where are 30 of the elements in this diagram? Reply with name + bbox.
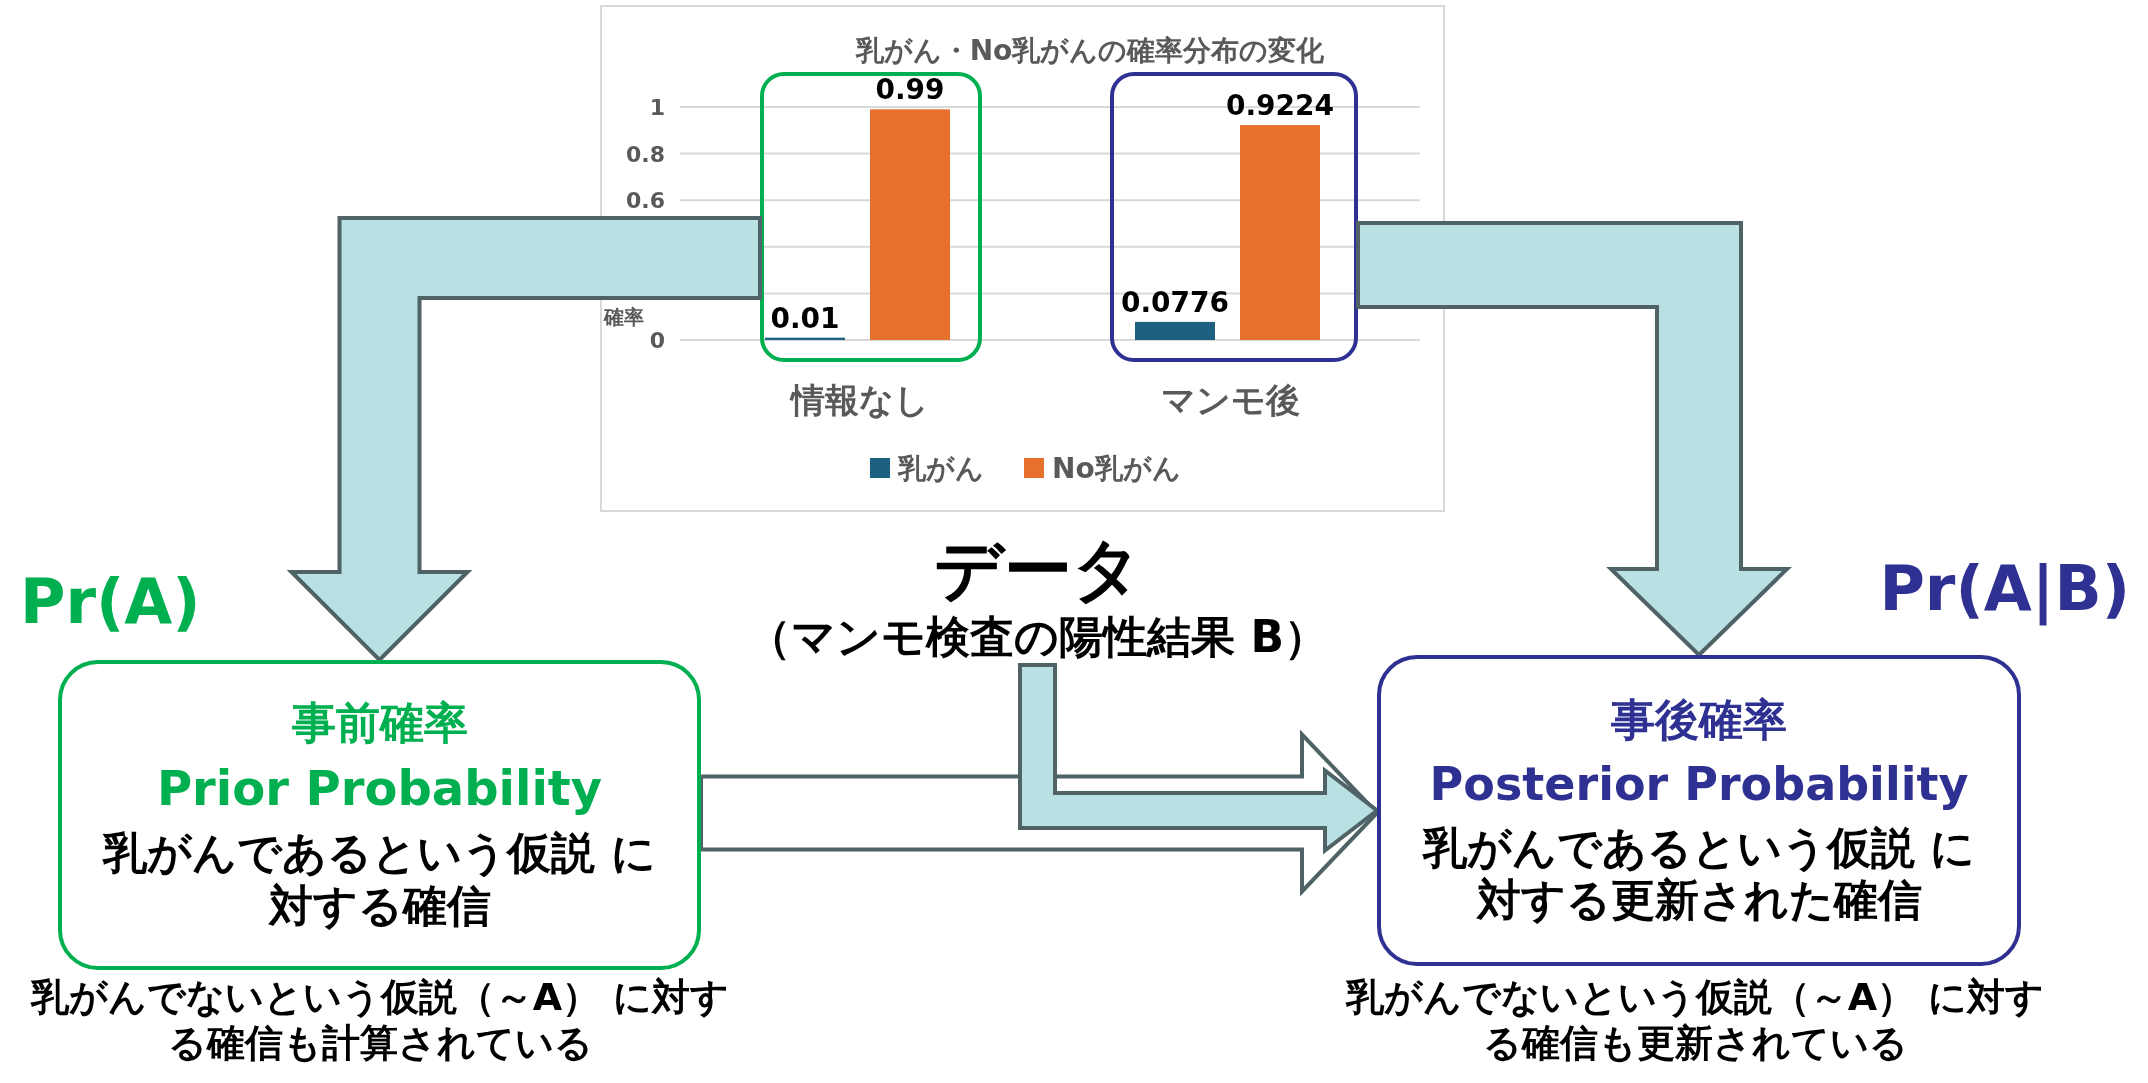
- formula-label: Pr(A): [20, 565, 202, 640]
- data-label: 0.99: [875, 73, 945, 107]
- block-arrow: [1356, 221, 1792, 658]
- data-label: 0.01: [770, 301, 840, 335]
- chart-title: 乳がん・No乳がんの確率分布の変化: [855, 34, 1325, 67]
- subheading: Prior Probability: [156, 759, 603, 818]
- subheading: Posterior Probability: [1429, 756, 1969, 812]
- data-label: 0.9224: [1225, 89, 1335, 123]
- legend-label: 乳がん: [898, 452, 984, 485]
- axis-tick-label: 1: [649, 95, 665, 120]
- heading: 事前確率: [291, 697, 468, 750]
- heading: データ: [933, 529, 1142, 611]
- formula-label: Pr(A|B): [1878, 552, 2130, 627]
- note-text: 乳がんでないという仮説（～A） に対する確信も更新されている: [1345, 975, 2045, 1067]
- body-text: 乳がんであるという仮説 に対する更新された確信: [1421, 821, 1977, 928]
- heading: 事後確率: [1611, 693, 1787, 747]
- category-label: 情報なし: [791, 380, 929, 420]
- block-arrow: [286, 216, 762, 663]
- axis-tick-label: 0.6: [626, 188, 665, 214]
- note-text: 乳がんでないという仮説（～A） に対する確信も計算されている: [30, 975, 730, 1067]
- axis-title: 確率: [604, 305, 644, 329]
- legend-label: No乳がん: [1052, 452, 1181, 485]
- category-label: マンモ後: [1160, 380, 1300, 420]
- axis-tick-label: 0: [649, 328, 665, 353]
- rounded-box: [1377, 655, 2021, 966]
- subtitle: （マンモ検査の陽性結果 B）: [747, 610, 1328, 664]
- rounded-box: [58, 660, 701, 970]
- axis-tick-label: 0.8: [626, 141, 665, 167]
- data-label: 0.0776: [1120, 285, 1230, 319]
- body-text: 乳がんであるという仮説 に対する確信: [101, 827, 657, 933]
